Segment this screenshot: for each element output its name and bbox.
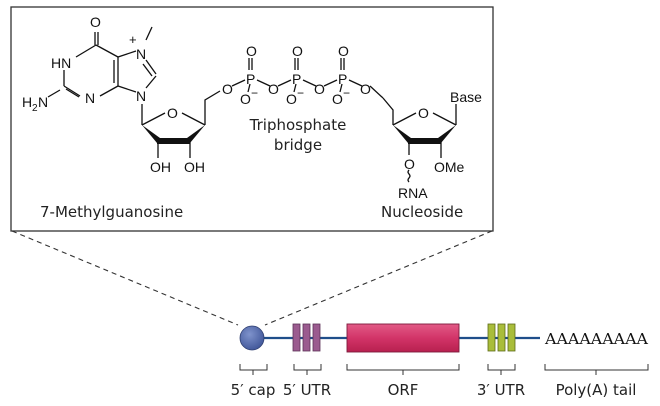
phosphate-1-o-top: O	[246, 43, 257, 59]
segment-brackets	[239, 364, 649, 375]
atom-n7: N	[136, 46, 146, 62]
label-poly-a-tail: Poly(A) tail	[556, 381, 637, 399]
phosphate-3-o-minus: O	[332, 91, 343, 107]
phosphate-2-p: P	[292, 71, 301, 87]
atom-o-ring: O	[167, 105, 178, 121]
phosphate-2-o-minus: O	[286, 91, 297, 107]
orf-segment	[346, 323, 460, 353]
phosphate-3-charge: −	[343, 86, 350, 100]
bracket-utr3	[487, 364, 516, 375]
zoom-line-right	[264, 230, 493, 326]
label-3-utr: 3′ UTR	[477, 381, 525, 399]
bracket-orf	[346, 364, 460, 375]
atom-ome: OMe	[434, 159, 465, 175]
label-5-utr: 5′ UTR	[283, 381, 331, 399]
label-nucleoside: Nucleoside	[381, 203, 463, 221]
bracket-utr5	[293, 364, 322, 375]
atom-h2n-h: H	[22, 94, 32, 110]
zoom-line-left	[11, 230, 239, 326]
label-orf: ORF	[388, 381, 419, 399]
ribose-right	[382, 97, 457, 183]
bridge-o-1: O	[222, 81, 233, 97]
atom-o-ring-2: O	[418, 105, 429, 121]
bracket-cap	[239, 364, 268, 375]
methylguanosine-structure	[47, 26, 157, 125]
label-5-cap: 5′ cap	[231, 381, 276, 399]
five-prime-utr	[292, 323, 321, 352]
bracket-polya	[544, 364, 649, 375]
five-prime-cap	[239, 325, 265, 351]
charge-plus: +	[129, 32, 137, 47]
label-methylguanosine: 7-Methylguanosine	[40, 203, 183, 221]
phosphate-1-charge: −	[251, 86, 258, 100]
bridge-o-2: O	[268, 81, 279, 97]
triphosphate-bonds	[231, 58, 384, 99]
bridge-o-4: O	[360, 81, 371, 97]
label-triphosphate: Triphosphate	[249, 116, 347, 134]
atom-hn: HN	[51, 55, 71, 71]
atom-n3: N	[85, 90, 95, 106]
atom-oh-3: OH	[184, 159, 205, 175]
three-prime-utr	[487, 323, 516, 352]
ribose-left	[141, 90, 221, 158]
phosphate-2-charge: −	[297, 86, 304, 100]
atom-h2n-n: N	[38, 94, 48, 110]
phosphate-3-o-top: O	[338, 43, 349, 59]
atom-base: Base	[450, 89, 482, 105]
atom-n9: N	[136, 88, 146, 104]
label-bridge: bridge	[274, 136, 322, 154]
poly-a-sequence: AAAAAAAAA	[544, 330, 648, 348]
bridge-o-3: O	[314, 81, 325, 97]
atom-o: O	[90, 14, 101, 30]
phosphate-1-o-minus: O	[240, 91, 251, 107]
atom-h2n-2: 2	[32, 103, 38, 114]
phosphate-3-p: P	[338, 71, 347, 87]
structure-inset-box	[10, 6, 494, 232]
atom-oh-2: OH	[150, 159, 171, 175]
phosphate-1-p: P	[246, 71, 255, 87]
atom-rna: RNA	[398, 185, 428, 201]
phosphate-2-o-top: O	[292, 43, 303, 59]
atom-o3: O	[404, 156, 415, 172]
